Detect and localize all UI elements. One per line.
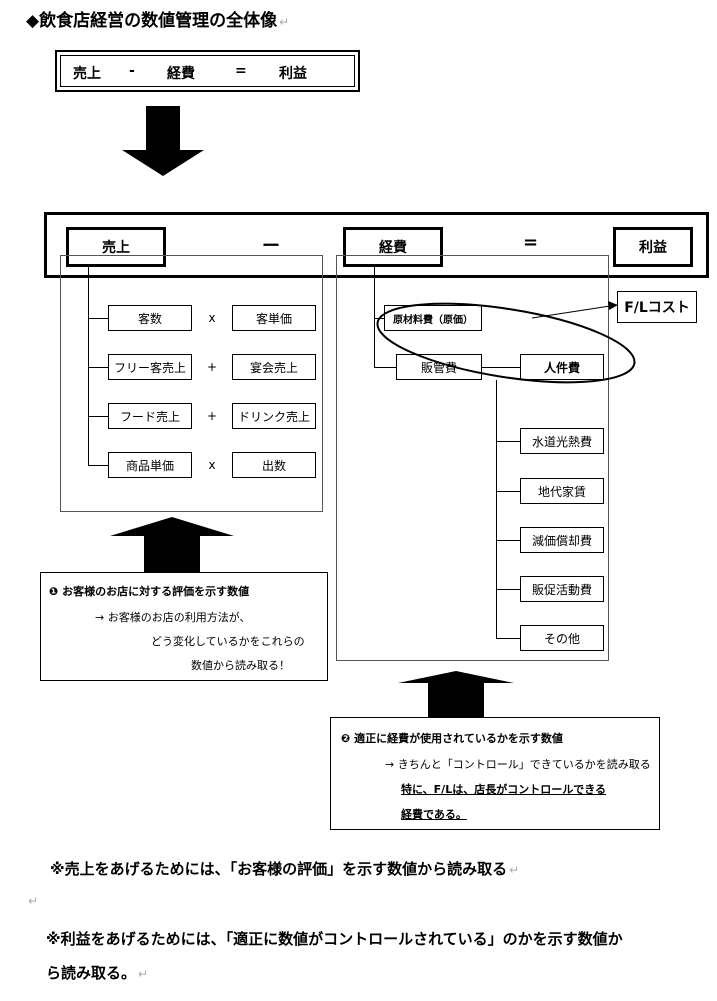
- sales-item-right: 出数: [232, 452, 316, 478]
- sga-box: 販管費: [396, 354, 482, 380]
- formula-box: 売上 - 経費 = 利益: [55, 50, 360, 92]
- return-mark: ↵: [509, 863, 520, 877]
- sga-item: その他: [520, 625, 604, 651]
- bottom-note-sales: ※売上をあげるためには、「お客様の評価」を示す数値から読み取る↵: [50, 860, 520, 878]
- note-number: ❷: [341, 732, 351, 745]
- sales-item-op: +: [206, 360, 218, 374]
- formula-expense: 経費: [167, 66, 195, 82]
- note-expense-control: ❷ 適正に経費が使用されているかを示す数値 → きちんと「コントロール」できてい…: [330, 717, 660, 830]
- labor-cost-box: 人件費: [520, 354, 604, 380]
- sales-item-left: 商品単価: [108, 452, 192, 478]
- note-line: 特に、F/Lは、店長がコントロールできる: [401, 783, 606, 796]
- expense-group-frame: [336, 255, 609, 661]
- sales-item-left: フリー客売上: [108, 354, 192, 380]
- sales-header-box: 売上: [66, 227, 166, 267]
- sga-item: 水道光熱費: [520, 428, 604, 454]
- up-arrow-icon: [398, 671, 514, 718]
- sales-item-right: 宴会売上: [232, 354, 316, 380]
- note-line: 数値から読み取る！: [191, 659, 290, 672]
- formula-eq: =: [235, 63, 247, 79]
- sales-item-left: フード売上: [108, 403, 192, 429]
- fl-ellipse-icon: [376, 301, 636, 384]
- note-line: 経費である。: [401, 808, 467, 821]
- sales-item-left: 客数: [108, 305, 192, 331]
- header-band: [44, 212, 709, 278]
- sales-item-right: 客単価: [232, 305, 316, 331]
- return-mark: ↵: [279, 15, 290, 29]
- header-eq: =: [523, 232, 539, 253]
- up-arrow-icon: [110, 517, 234, 574]
- note-title: お客様のお店に対する評価を示す数値: [62, 585, 250, 598]
- sales-item-op: x: [208, 458, 216, 472]
- sales-item-right: ドリンク売上: [232, 403, 316, 429]
- material-cost-box: 原材料費（原価）: [384, 305, 482, 331]
- bottom-note-profit: ※利益をあげるためには、「適正に数値がコントロールされている」のかを示す数値か: [46, 930, 623, 948]
- sga-item: 減価償却費: [520, 527, 604, 553]
- note-title: 適正に経費が使用されているかを示す数値: [354, 732, 563, 745]
- return-mark: ↵: [138, 967, 149, 981]
- note-line: どう変化しているかをこれらの: [151, 635, 305, 648]
- formula-profit: 利益: [279, 66, 307, 82]
- fl-cost-box: F/Lコスト: [617, 291, 697, 323]
- formula-sales: 売上: [73, 66, 101, 82]
- note-line: → お客様のお店の利用方法が、: [95, 611, 251, 624]
- sales-item-op: +: [206, 409, 218, 423]
- sga-item: 地代家賃: [520, 478, 604, 504]
- note-customer-evaluation: ❶ お客様のお店に対する評価を示す数値 → お客様のお店の利用方法が、 どう変化…: [40, 572, 328, 681]
- down-arrow-icon: [122, 106, 204, 176]
- formula-minus: -: [129, 63, 135, 79]
- note-number: ❶: [49, 585, 59, 598]
- expense-header-box: 経費: [343, 227, 443, 267]
- page-title: ◆飲食店経営の数値管理の全体像↵: [26, 11, 290, 31]
- sales-item-op: x: [208, 311, 216, 325]
- header-minus: ー: [262, 236, 280, 257]
- sga-item: 販促活動費: [520, 576, 604, 602]
- bottom-note-profit-cont: ら読み取る。↵: [46, 964, 149, 982]
- profit-header-box: 利益: [613, 227, 693, 267]
- sales-group-frame: [60, 255, 323, 512]
- return-mark: ↵: [28, 894, 39, 908]
- note-line: → きちんと「コントロール」できているかを読み取る: [385, 758, 651, 771]
